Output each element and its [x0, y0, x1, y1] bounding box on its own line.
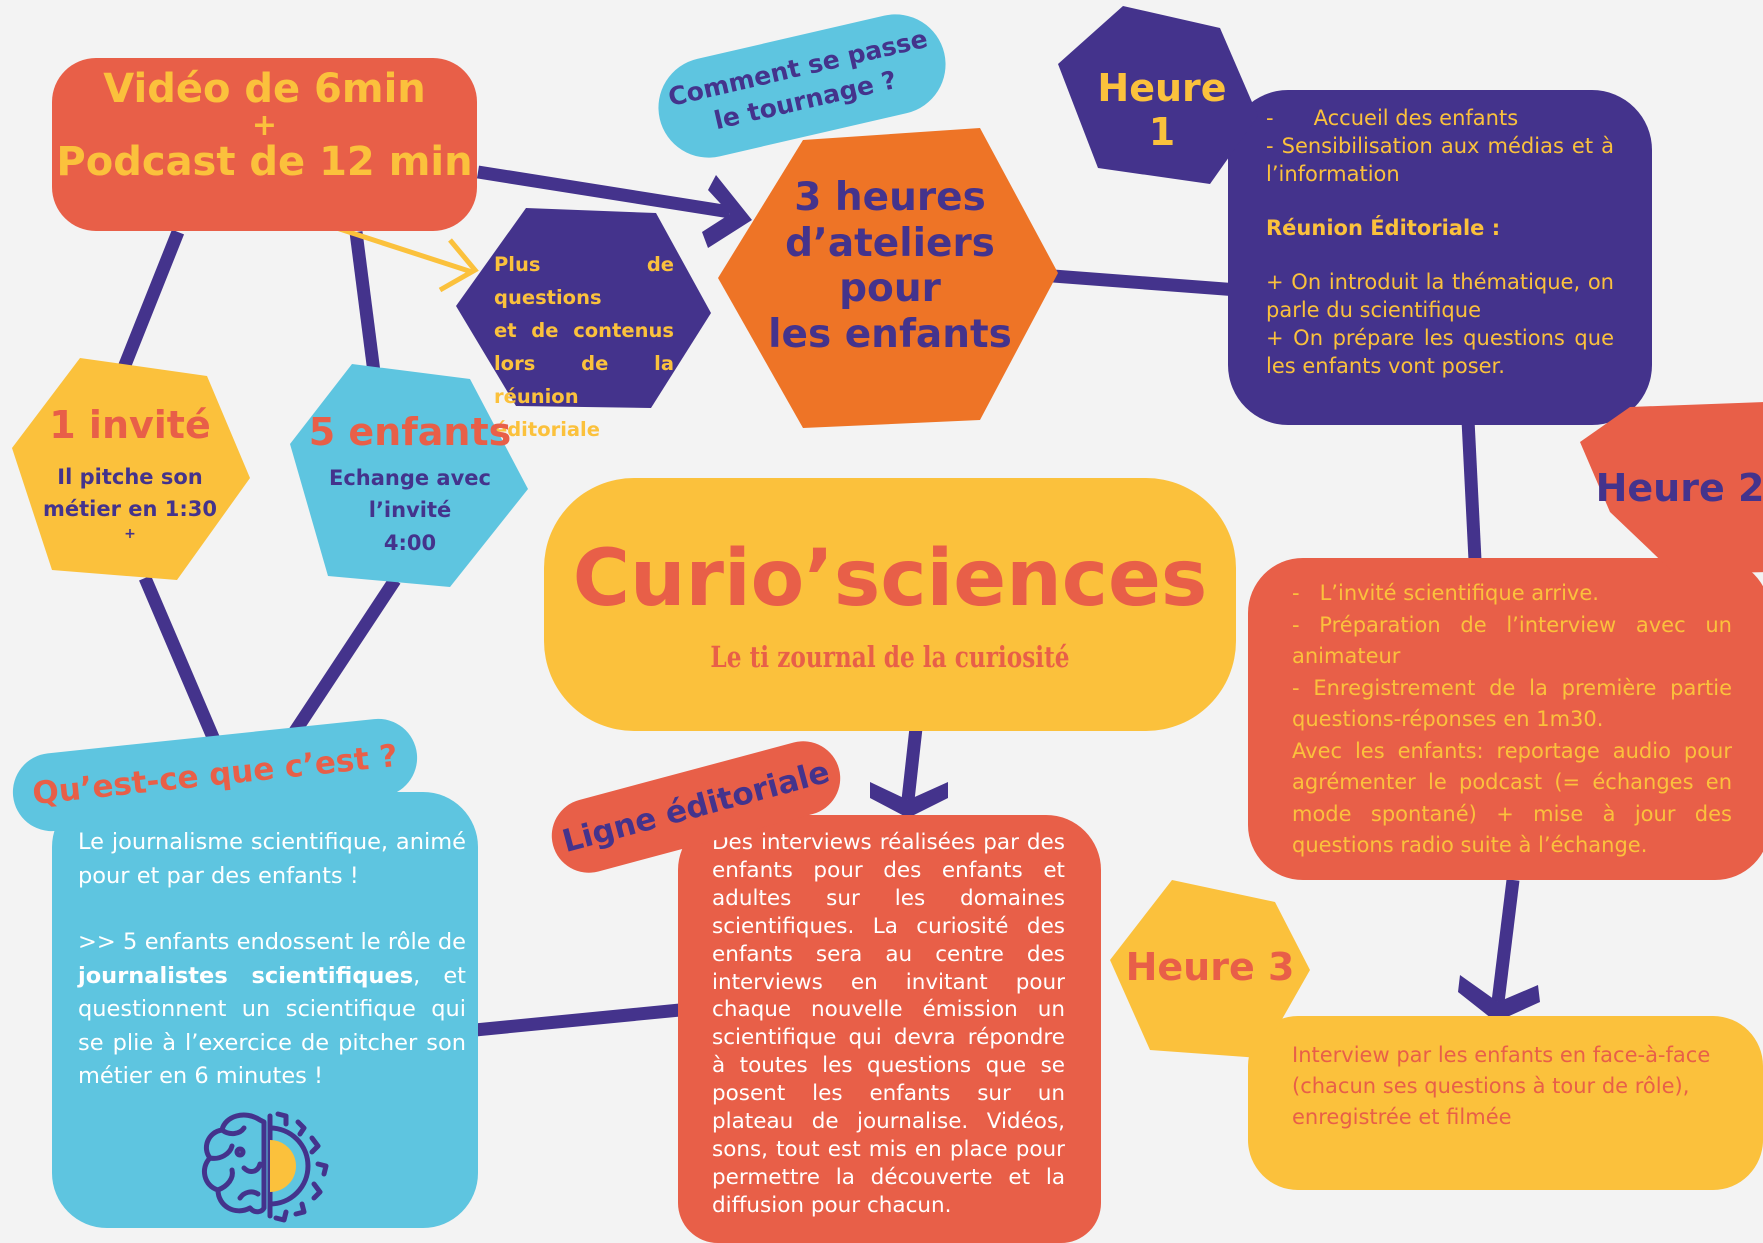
heure1-point1: + On introduit la thématique, on parle d…: [1266, 270, 1614, 322]
heure2-item1: - L’invité scientifique arrive.: [1292, 581, 1599, 605]
invite-text: 1 invité Il pitche son métier en 1:30 +: [30, 403, 230, 543]
invite-title: 1 invité: [49, 403, 211, 447]
brain-gear-icon: [201, 1111, 329, 1223]
heure2-label: Heure 2: [1595, 466, 1763, 510]
heure1-meeting-title: Réunion Éditoriale :: [1266, 216, 1501, 240]
format-plus: +: [251, 108, 278, 143]
connector-quest-ligne: [474, 1003, 681, 1037]
invite-hexagon: [12, 358, 250, 580]
connector-heure2-heure3: [1491, 879, 1520, 1003]
invite-line1: Il pitche son: [57, 464, 203, 489]
ateliers-hexagon: [718, 128, 1058, 428]
heure2-item3: - Enregistrement de la première partie q…: [1292, 675, 1732, 732]
heure1-hexagon: [1058, 6, 1258, 184]
more-questions-hexagon: [456, 208, 711, 408]
connector-invite-quest: [139, 575, 221, 745]
quest-para2-bold: journalistes scientifiques: [78, 962, 414, 989]
heure1-label: Heure 1: [1097, 66, 1227, 154]
ateliers-line3: pour: [839, 266, 941, 312]
arrowhead-heure3: [1458, 975, 1540, 1022]
format-box: Vidéo de 6min + Podcast de 12 min: [52, 58, 477, 231]
heure1-item2: - Sensibilisation aux médias et à l’info…: [1266, 134, 1614, 186]
heure2-panel: - L’invité scientifique arrive. - Prépar…: [1248, 558, 1763, 880]
heure1-panel: - Accueil des enfants - Sensibilisation …: [1228, 90, 1652, 425]
connector-format-ateliers: [476, 165, 732, 219]
ateliers-line1: 3 heures: [794, 175, 986, 220]
arrowhead-ligne: [870, 782, 948, 818]
ateliers-text: 3 heures d’ateliers pour les enfants: [740, 175, 1040, 358]
quest-para2-suffix: , et questionnent un scientifique qui se…: [78, 962, 466, 1090]
format-podcast-label: Podcast de 12 min: [56, 139, 473, 185]
arrowhead-ateliers: [702, 175, 752, 248]
invite-plus: +: [124, 525, 136, 542]
connector-heure1-heure2: [1461, 419, 1482, 561]
invite-line2: métier en 1:30: [42, 497, 217, 522]
more-questions-line4: éditoriale: [494, 418, 600, 441]
ateliers-line4: les enfants: [768, 311, 1012, 357]
quest-para2-prefix: >> 5 enfants endossent le rôle de: [78, 929, 466, 955]
heure1-item1: - Accueil des enfants: [1266, 106, 1519, 130]
enfants-title: 5 enfants: [308, 410, 512, 454]
more-questions-text: Plus de questions et de contenus lors de…: [494, 248, 674, 446]
connector-format-enfants: [349, 231, 382, 381]
heure2-item2: - Préparation de l’interview avec un ani…: [1292, 612, 1732, 669]
enfants-line3: 4:00: [383, 530, 437, 555]
ligne-text: Des interviews réalisées par des enfants…: [712, 830, 1065, 1218]
yellow-pointer-arrowhead: [438, 238, 479, 293]
heure3-text: Interview par les enfants en face-à-face…: [1292, 1043, 1711, 1129]
page-title: Curio’sciences: [572, 534, 1208, 624]
format-video-label: Vidéo de 6min: [103, 66, 426, 112]
ligne-panel: Des interviews réalisées par des enfants…: [678, 815, 1101, 1243]
title-banner: Curio’sciences Le ti zournal de la curio…: [544, 478, 1236, 731]
enfants-line2: l’invité: [368, 498, 452, 523]
heure1-point2: + On prépare les questions que les enfan…: [1266, 326, 1614, 378]
heure3-panel: Interview par les enfants en face-à-face…: [1248, 1016, 1763, 1190]
heure3-label: Heure 3: [1125, 945, 1295, 989]
page-subtitle: Le ti zournal de la curiosité: [710, 640, 1070, 674]
heure2-item4: Avec les enfants: reportage audio pour a…: [1292, 738, 1732, 858]
enfants-text: 5 enfants Echange avec l’invité 4:00: [300, 410, 520, 559]
ateliers-line2: d’ateliers: [785, 220, 995, 266]
connector-enfants-quest: [282, 576, 401, 746]
enfants-hexagon: [290, 364, 528, 587]
heure3-hexagon: [1110, 880, 1310, 1058]
enfants-line1: Echange avec: [328, 465, 491, 490]
quest-para2: >> 5 enfants endossent le rôle de journa…: [78, 926, 466, 1094]
more-questions-line3: lors de la réunion: [494, 352, 674, 408]
connector-format-invite: [116, 229, 185, 373]
more-questions-line1: Plus de questions: [494, 253, 674, 309]
connector-title-ligne: [901, 727, 923, 801]
heure2-hexagon: [1580, 402, 1763, 574]
connector-ateliers-heure1: [1039, 268, 1239, 297]
quest-para1: Le journalisme scientifique, animé pour …: [78, 829, 466, 889]
more-questions-line2: et de contenus: [494, 319, 674, 342]
